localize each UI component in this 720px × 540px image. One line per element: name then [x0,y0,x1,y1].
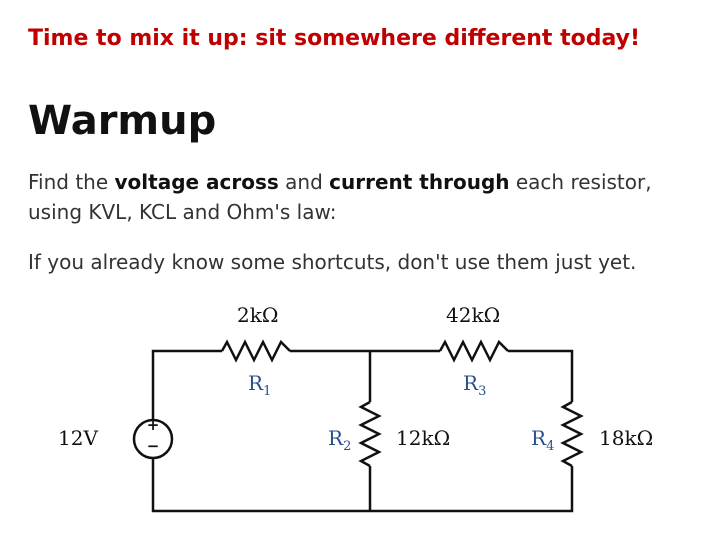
r4-name: R [531,426,547,450]
r2-value-label: 12kΩ [396,426,450,450]
r3-name-label: R3 [463,371,486,399]
instruction-text-2: and [278,170,330,194]
r2-name: R [328,426,344,450]
source-minus-sign: − [147,437,160,455]
instruction-bold-current: current through [329,170,510,194]
r3-subscript: 3 [478,384,486,399]
r2-subscript: 2 [343,439,351,454]
instruction-text-1: Find the [28,170,115,194]
voltage-source-symbol [132,418,174,460]
instruction-bold-voltage: voltage across [114,170,279,194]
resistor-r4-symbol [560,400,584,468]
instruction-text-3: each resistor, using KVL, KCL and Ohm's … [28,170,652,224]
source-voltage-label: 12V [58,426,98,450]
wire-left-top [151,349,222,420]
r3-value-label: 42kΩ [446,303,500,327]
note-paragraph: If you already know some shortcuts, don'… [28,250,637,274]
resistor-r2-symbol [358,400,382,468]
r2-name-label: R2 [328,426,351,454]
r1-value-label: 2kΩ [237,303,278,327]
source-plus-sign: + [147,416,160,434]
r4-subscript: 4 [546,439,554,454]
r3-name: R [463,371,479,395]
r4-value-label: 18kΩ [599,426,653,450]
r1-subscript: 1 [263,384,271,399]
resistor-r3-symbol [438,339,509,363]
announcement-banner: Time to mix it up: sit somewhere differe… [28,26,641,51]
wire-right [508,349,574,402]
r1-name-label: R1 [248,371,271,399]
instruction-paragraph: Find the voltage across and current thro… [28,167,698,227]
wire-bottom [151,458,574,513]
r4-name-label: R4 [531,426,554,454]
page-title: Warmup [28,98,217,144]
resistor-r1-symbol [220,339,291,363]
r1-name: R [248,371,264,395]
